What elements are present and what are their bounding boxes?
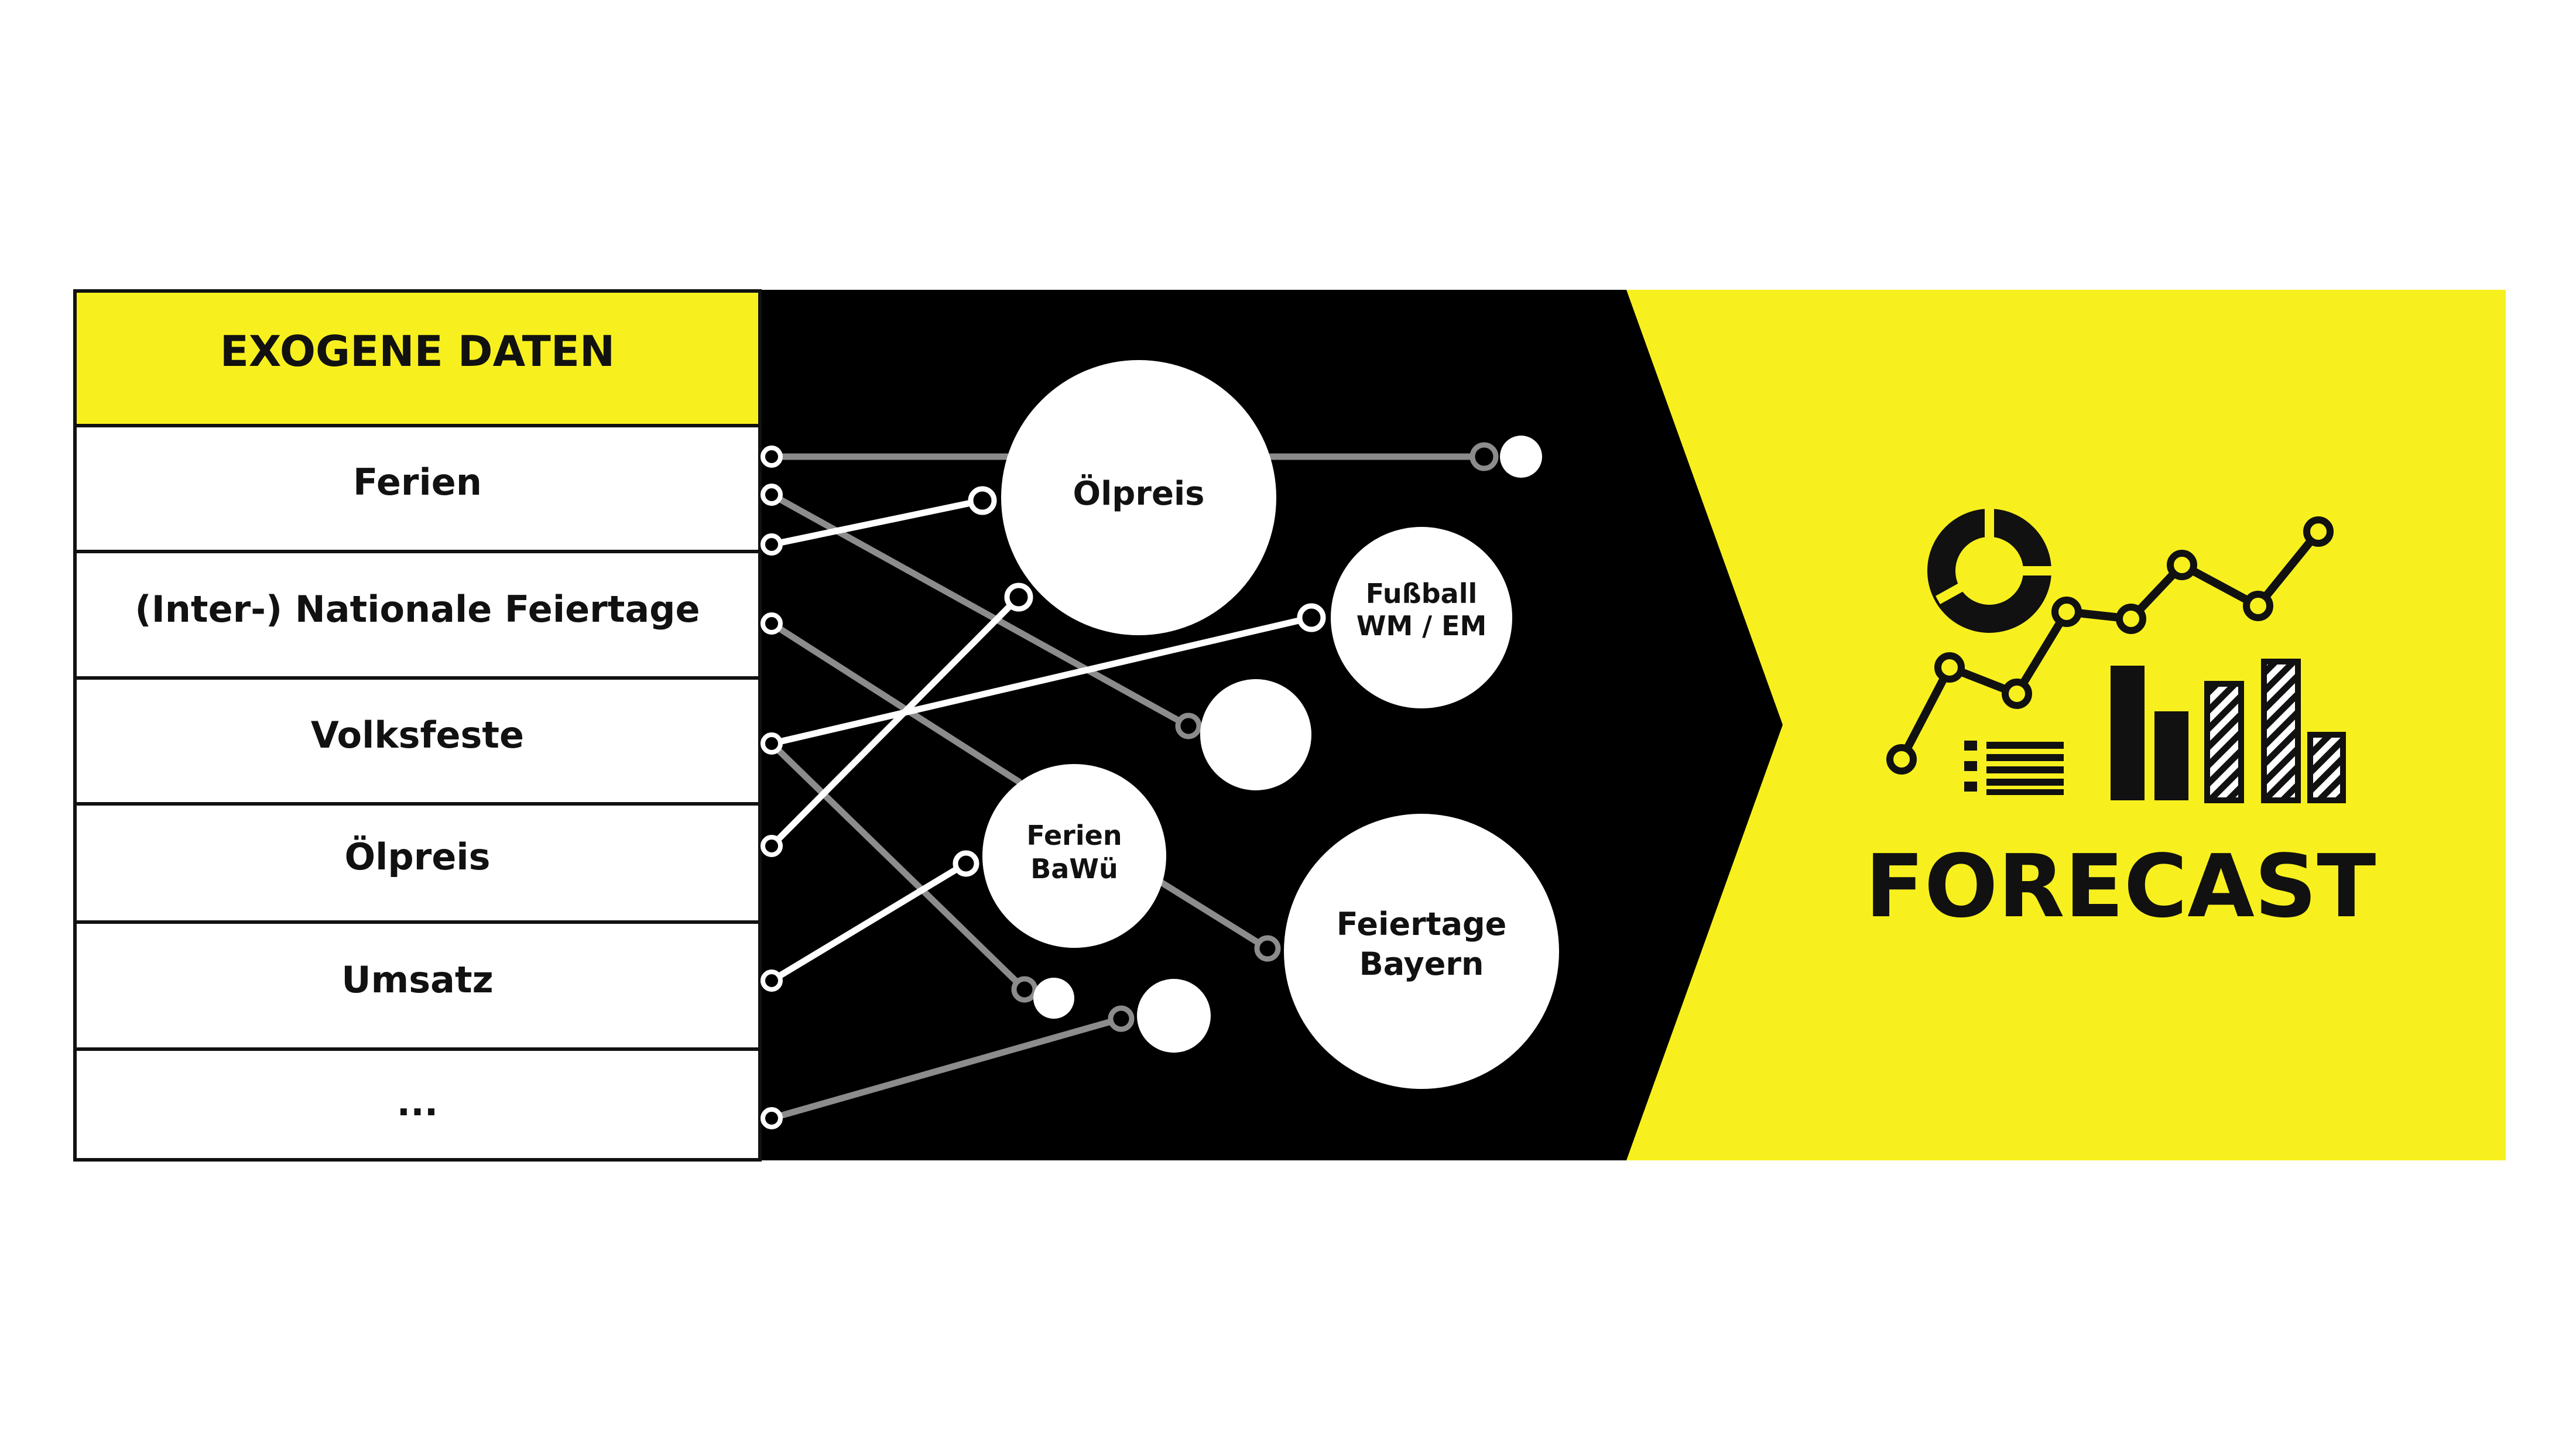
node-feiertage-bayern — [1284, 814, 1559, 1089]
node-ferien-bawue — [982, 764, 1166, 948]
node-fussball — [1331, 527, 1512, 708]
table-row-oelpreis: Ölpreis — [344, 835, 490, 878]
connection-line — [1156, 878, 1271, 952]
port-ring — [761, 484, 783, 506]
connection-line — [768, 497, 986, 548]
connection-line — [768, 620, 1022, 785]
port-ring — [761, 835, 783, 857]
port-ring — [953, 850, 979, 877]
port-ring — [1011, 976, 1038, 1003]
node-unlabeled — [1200, 679, 1311, 790]
exogenous-data-table: EXOGENE DATEN Ferien (Inter-) Nationale … — [73, 289, 762, 1162]
port-ring — [1254, 935, 1281, 962]
table-header: EXOGENE DATEN — [220, 327, 615, 376]
forecast-label: FORECAST — [1865, 836, 2376, 937]
table-border — [73, 289, 762, 1162]
network-nodes — [982, 360, 1559, 1089]
table-row-umsatz: Umsatz — [341, 958, 493, 1001]
bar-chart-icon — [2111, 659, 2346, 803]
port-ring — [761, 1107, 783, 1129]
node-unlabeled — [1137, 979, 1211, 1053]
connection-line — [768, 1015, 1125, 1122]
node-fussball-label-2: WM / EM — [1356, 610, 1487, 642]
line-chart-icon — [1886, 516, 2334, 775]
node-feiertage-label-2: Bayern — [1359, 946, 1484, 982]
port-ring — [761, 970, 783, 992]
table-row-ellipsis: ... — [397, 1081, 439, 1124]
table-row-volksfeste: Volksfeste — [311, 714, 524, 756]
port-ring — [761, 533, 783, 556]
row-ports — [761, 446, 783, 1129]
port-ring — [761, 446, 783, 468]
list-icon — [1964, 741, 2064, 795]
node-ports — [953, 442, 1499, 1032]
node-unlabeled — [1500, 436, 1542, 478]
node-unlabeled — [1033, 978, 1074, 1019]
node-fussball-label: Fußball — [1366, 578, 1477, 609]
connection-line — [768, 594, 1022, 849]
connection-line — [768, 860, 970, 984]
port-ring — [761, 732, 783, 755]
port-ring — [1469, 442, 1499, 471]
port-ring — [761, 612, 783, 635]
node-oelpreis — [1001, 360, 1276, 635]
node-ferien-label: Ferien — [1026, 820, 1122, 851]
port-ring — [1004, 583, 1033, 612]
donut-chart-icon — [1927, 508, 2052, 633]
connection-line — [768, 614, 1315, 747]
port-ring — [1108, 1005, 1135, 1032]
connection-line — [768, 740, 1028, 993]
table-row-ferien: Ferien — [353, 461, 482, 503]
port-ring — [968, 486, 997, 515]
port-ring — [1297, 603, 1326, 632]
node-oelpreis-label: Ölpreis — [1073, 475, 1204, 513]
node-ferien-label-2: BaWü — [1030, 853, 1118, 885]
port-ring — [1175, 712, 1202, 739]
connection-lines — [768, 453, 1488, 1122]
table-row-feiertage: (Inter-) Nationale Feiertage — [135, 588, 700, 631]
node-feiertage-label: Feiertage — [1337, 906, 1507, 943]
table-header-background — [75, 291, 760, 426]
